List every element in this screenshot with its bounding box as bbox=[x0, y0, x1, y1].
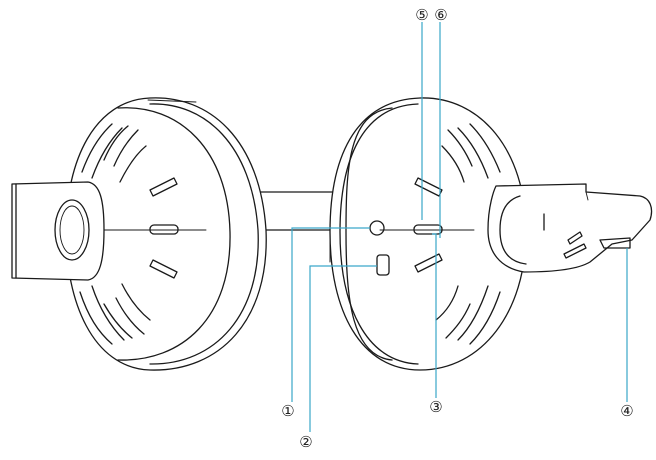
callout-5: ⑤ bbox=[415, 6, 428, 24]
usb-c-port bbox=[376, 254, 390, 276]
leader-3 bbox=[432, 233, 437, 398]
left-earcup bbox=[11, 97, 267, 371]
right-earcup bbox=[329, 97, 653, 371]
leader-lines bbox=[291, 22, 628, 432]
left-plate-slots bbox=[95, 177, 207, 279]
leader-1 bbox=[291, 227, 370, 402]
callout-4: ④ bbox=[620, 402, 633, 420]
right-cup-plate bbox=[345, 107, 393, 361]
callout-6: ⑥ bbox=[434, 6, 447, 24]
left-arm-block bbox=[11, 181, 105, 281]
right-arm-block bbox=[487, 183, 653, 273]
callout-labels: ⑤ ⑥ ① ③ ④ ② bbox=[281, 6, 633, 451]
right-cushion-slots bbox=[435, 123, 501, 345]
callout-2: ② bbox=[299, 433, 312, 451]
callout-1: ① bbox=[281, 402, 294, 420]
right-plate-slots bbox=[379, 177, 475, 273]
left-cushion-slots bbox=[79, 123, 151, 345]
left-cup-plate bbox=[117, 107, 231, 361]
leader-2 bbox=[309, 265, 377, 432]
left-slot-button bbox=[414, 177, 443, 197]
callout-3: ③ bbox=[429, 398, 442, 416]
